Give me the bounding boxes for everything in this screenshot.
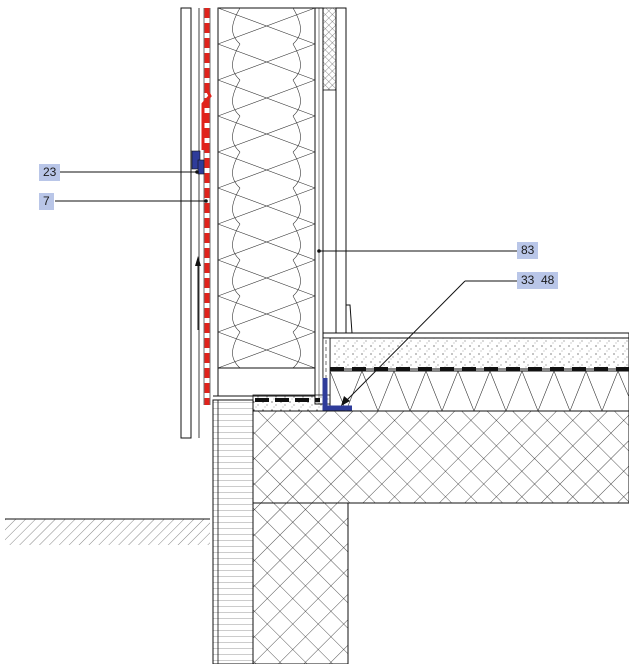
callout-33: 33 — [517, 272, 539, 289]
wall-insulation — [217, 7, 316, 397]
callout-23: 23 — [39, 164, 61, 181]
ventilation-arrow — [195, 256, 201, 330]
concrete-slab — [252, 410, 629, 504]
angle-bracket — [322, 378, 352, 411]
soil — [5, 518, 210, 545]
callout-83: 83 — [517, 242, 539, 259]
insulation-batt-pattern — [217, 7, 316, 369]
callout-7: 7 — [39, 193, 54, 210]
callout-48: 48 — [537, 272, 559, 289]
sole-plate-area — [213, 394, 331, 412]
fixing-clip — [191, 150, 205, 175]
perimeter-insulation — [212, 399, 254, 664]
leader-lines — [55, 170, 517, 406]
floor-build-up — [322, 332, 629, 412]
wind-barrier-membrane — [201, 8, 212, 405]
foundation-wall — [252, 502, 349, 664]
exterior-cladding — [180, 7, 200, 439]
